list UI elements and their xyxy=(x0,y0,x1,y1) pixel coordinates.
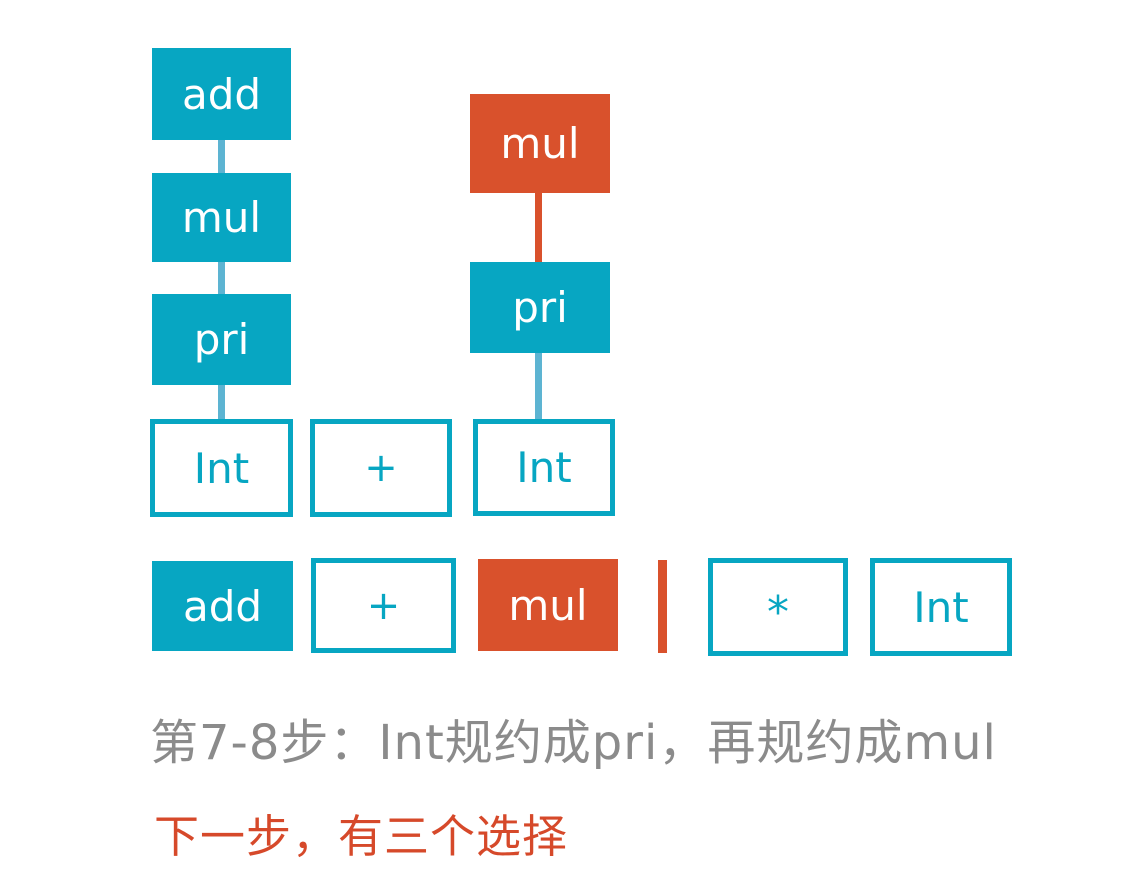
node-pri-left: pri xyxy=(152,294,291,385)
node-plus-middle: + xyxy=(310,419,452,517)
node-int-left: Int xyxy=(150,419,293,517)
node-plus-bottom: + xyxy=(311,558,456,653)
node-add-bottom: add xyxy=(152,561,293,651)
connector-pri-int-right xyxy=(535,353,542,419)
node-mul-bottom: mul xyxy=(478,559,618,651)
node-add-left: add xyxy=(152,48,291,140)
alternatives-divider xyxy=(658,560,667,653)
node-int-right: Int xyxy=(473,419,615,516)
node-mul-left: mul xyxy=(152,173,291,262)
node-pri-right: pri xyxy=(470,262,610,353)
connector-mul-pri xyxy=(218,262,225,294)
caption-next-step: 下一步，有三个选择 xyxy=(154,810,569,863)
caption-step-description: 第7-8步：Int规约成pri，再规约成mul xyxy=(150,715,997,771)
node-star-bottom: * xyxy=(708,558,848,656)
connector-add-mul xyxy=(218,140,225,173)
connector-mul-pri-right xyxy=(535,193,542,262)
connector-pri-int-left xyxy=(218,385,225,419)
node-int-bottom: Int xyxy=(870,558,1012,656)
node-mul-right: mul xyxy=(470,94,610,193)
